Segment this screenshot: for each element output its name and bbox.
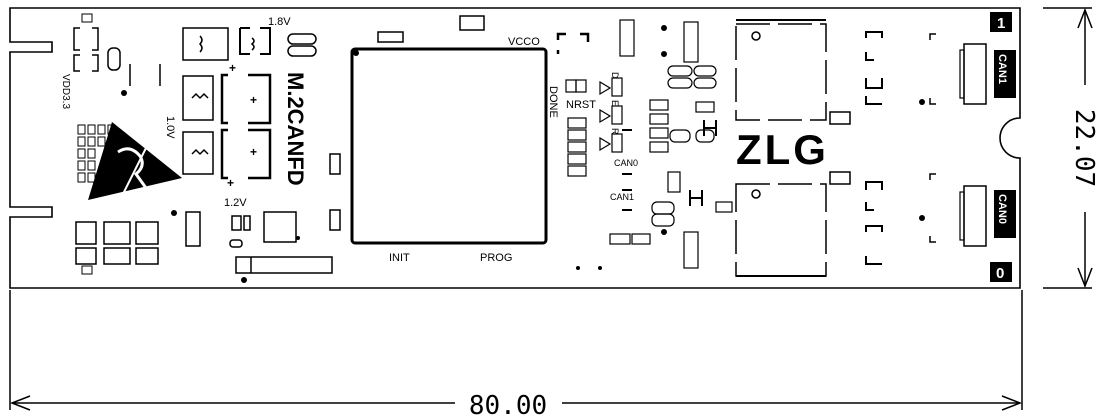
width-dimension: [9, 290, 1023, 411]
led-e-label: E: [610, 100, 620, 106]
pcb-outline: [9, 7, 1021, 289]
connector-bottom-badge: [994, 190, 1016, 238]
connector-bottom-num: 0: [996, 265, 1004, 282]
prog-label: PROG: [480, 252, 512, 264]
connector-top-label: CAN1: [996, 54, 1008, 84]
voltage-1v8-label: 1.8V: [268, 16, 291, 28]
width-dimension-label: 80.00: [469, 391, 547, 417]
model-label: M.2CANFD: [283, 72, 308, 186]
isolation-modules: [735, 19, 851, 277]
vcco-label: VCCO: [508, 36, 540, 48]
led-can1-label: CAN1: [610, 192, 634, 202]
connector-top-badge: [994, 50, 1016, 98]
can-connectors: [865, 31, 987, 265]
via-dots: [121, 25, 925, 283]
vdd-label: VDD3.3: [60, 74, 71, 109]
fpga-chip: [350, 47, 548, 245]
connector-bottom-num-badge: [990, 262, 1012, 282]
plus-markers: + + + +: [227, 61, 257, 190]
svg-text:+: +: [250, 145, 257, 159]
nrst-label: NRST: [566, 99, 596, 111]
init-label: INIT: [389, 252, 410, 264]
svg-text:+: +: [227, 176, 234, 190]
led-r-label: R: [610, 128, 620, 135]
voltage-1v0-label: 1.0V: [164, 116, 176, 139]
power-components: [73, 15, 485, 274]
height-dimension-label: 22.07: [1069, 109, 1099, 187]
fpga-pin1-dot: [353, 50, 359, 56]
left-pad-array: [77, 13, 116, 275]
connector-top-num-badge: [990, 12, 1012, 32]
zlg-logo: ZLG: [736, 126, 829, 173]
svg-text:+: +: [250, 93, 257, 107]
connector-top-num: 1: [997, 15, 1005, 32]
led-and-passives: [556, 19, 733, 269]
voltage-1v2-label: 1.2V: [224, 197, 247, 209]
height-dimension: [1043, 7, 1093, 289]
led-can0-label: CAN0: [614, 158, 638, 168]
done-label: DONE: [547, 86, 559, 118]
connector-bottom-label: CAN0: [996, 194, 1008, 224]
esd-warning-icon: [88, 122, 182, 200]
led-d-label: D: [610, 72, 620, 79]
svg-text:+: +: [229, 61, 236, 75]
